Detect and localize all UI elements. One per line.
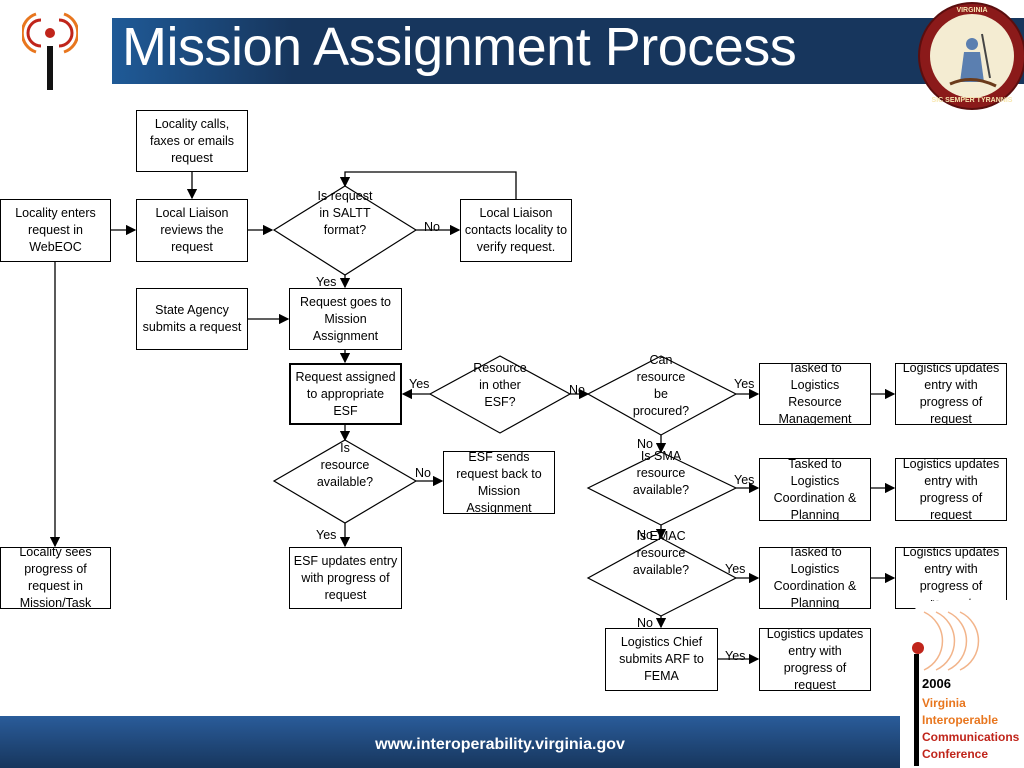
saltt-yes-label: Yes: [316, 275, 337, 289]
liaison-contacts-box: Local Liaison contacts locality to verif…: [460, 199, 572, 262]
tasked-lrm-box: Tasked to Logistics Resource Management: [759, 363, 871, 425]
procured-decision-text: Can resource be procured?: [632, 353, 690, 418]
sma-yes-label: Yes: [734, 473, 755, 487]
resource-available-no-label: No: [415, 466, 431, 480]
other-esf-yes-label: Yes: [409, 377, 430, 391]
emac-diamond: [586, 537, 738, 617]
logistics-updates-box-4: Logistics updates entry with progress of…: [759, 628, 871, 691]
sma-no-label: No: [637, 528, 653, 542]
assigned-esf-box: Request assigned to appropriate ESF: [289, 363, 402, 425]
chief-submits-arf-box: Logistics Chief submits ARF to FEMA: [605, 628, 718, 691]
logistics-updates-box-1: Logistics updates entry with progress of…: [895, 363, 1007, 425]
saltt-decision-text: Is request in SALTT format?: [317, 189, 373, 237]
conference-logo-bar: [914, 654, 919, 766]
conference-line-1: Virginia: [922, 696, 966, 710]
virginia-seal: VIRGINIA SIC SEMPER TYRANNIS: [918, 2, 1024, 110]
logistics-updates-box-2: Logistics updates entry with progress of…: [895, 458, 1007, 521]
other-esf-no-label: No: [569, 383, 585, 397]
locality-enters-box: Locality enters request in WebEOC: [0, 199, 111, 262]
conference-logo-panel: [900, 600, 1024, 768]
resource-available-decision-text: Is resource available?: [316, 441, 374, 489]
saltt-no-label: No: [424, 220, 440, 234]
locality-sees-box: Locality sees progress of request in Mis…: [0, 547, 111, 609]
procured-no-label: No: [637, 437, 653, 451]
sma-diamond: [586, 451, 738, 526]
conference-line-2: Interoperable: [922, 713, 999, 727]
other-esf-diamond: [428, 355, 572, 434]
esf-sends-back-box: ESF sends request back to Mission Assign…: [443, 451, 555, 514]
procured-yes-label: Yes: [734, 377, 755, 391]
locality-calls-box: Locality calls, faxes or emails request: [136, 110, 248, 172]
tasked-lcp-box-1: Tasked to Logistics Coordination & Plann…: [759, 458, 871, 521]
emac-no-label: No: [637, 616, 653, 630]
liaison-reviews-box: Local Liaison reviews the request: [136, 199, 248, 262]
tasked-lcp-box-2: Tasked to Logistics Coordination & Plann…: [759, 547, 871, 609]
conference-line-4: Conference: [922, 747, 989, 761]
conference-line-3: Communications: [922, 730, 1020, 744]
emac-decision-text: Is EMAC resource available?: [632, 529, 690, 577]
footer-band: [0, 716, 1024, 768]
arf-yes-label: Yes: [725, 649, 746, 663]
conference-signal-icon: [912, 611, 980, 671]
footer-url[interactable]: www.interoperability.virginia.gov: [375, 736, 625, 753]
seal-top-text: VIRGINIA: [956, 7, 988, 14]
header-band-gradient: [112, 18, 292, 84]
goes-to-ma-box: Request goes to Mission Assignment: [289, 288, 402, 350]
saltt-diamond: [272, 185, 418, 276]
seal-bottom-text: SIC SEMPER TYRANNIS: [931, 97, 1013, 104]
resource-available-yes-label: Yes: [316, 528, 337, 542]
sma-decision-text: Is SMA resource available?: [632, 449, 690, 497]
other-esf-decision-text: Resource in other ESF?: [473, 361, 527, 409]
conference-year: 2006: [922, 676, 951, 691]
emac-yes-label: Yes: [725, 562, 746, 576]
esf-updates-box: ESF updates entry with progress of reque…: [289, 547, 402, 609]
resource-available-diamond: [272, 439, 418, 524]
broadcast-tower-icon: [22, 12, 78, 90]
state-agency-box: State Agency submits a request: [136, 288, 248, 350]
procured-diamond: [586, 355, 738, 436]
page-title: Mission Assignment Process: [122, 17, 797, 77]
